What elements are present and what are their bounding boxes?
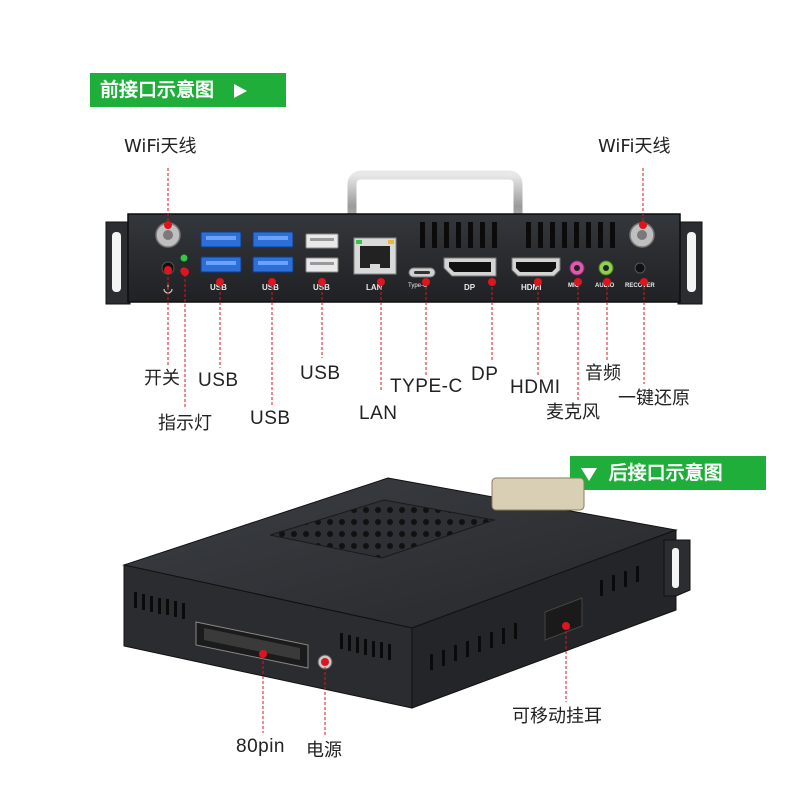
wifi-antenna-right-label: WiFi天线 [598,136,671,157]
microphone-label: 麦克风 [546,402,600,423]
rear-interface-title: 后接口示意图 [608,462,723,484]
removable-bracket-label: 可移动挂耳 [512,706,602,727]
usb-label-2: USB [250,408,291,429]
one-key-recovery-label: 一键还原 [618,388,690,409]
audio-label: 音频 [585,363,621,384]
front-interface-banner: 前接口示意图 [90,73,286,107]
usb-label-3: USB [300,363,341,384]
indicator-light-label: 指示灯 [158,413,212,434]
lan-label: LAN [359,403,398,424]
play-triangle-icon [233,83,247,98]
power-switch-label: 开关 [144,368,180,389]
usb-label-1: USB [198,370,239,391]
down-triangle-icon [581,467,597,481]
type-c-label: TYPE-C [390,376,463,397]
80pin-connector-label: 80pin [236,736,285,757]
dp-label: DP [471,364,499,385]
rear-interface-banner: 后接口示意图 [570,456,766,490]
wifi-antenna-left-label: WiFi天线 [124,136,197,157]
power-input-label: 电源 [306,740,342,761]
hdmi-label: HDMI [510,377,561,398]
front-interface-title: 前接口示意图 [100,79,215,101]
